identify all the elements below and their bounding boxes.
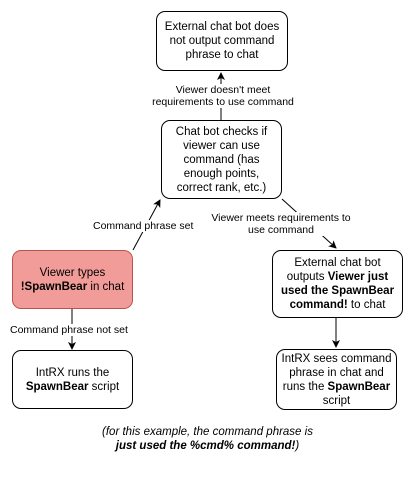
external-output-bold: Viewer just used the SpawnBear command! (280, 271, 395, 311)
footnote-close: ) (295, 440, 300, 452)
intrx-runs-prefix: IntRX runs the (35, 366, 110, 379)
edge-label-phrase-not-set: Command phrase not set (9, 324, 129, 336)
footnote-line1: (for this example, the command phrase is (102, 426, 313, 438)
node-intrx-runs-text: IntRX runs the SpawnBear script (17, 366, 128, 394)
viewer-types-suffix: in chat (87, 280, 125, 293)
edge-label-not-meet: Viewer doesn't meet requirements to use … (146, 84, 300, 108)
edge-label-phrase-set-text: Command phrase set (93, 220, 194, 232)
viewer-types-command: !SpawnBear (20, 280, 88, 293)
node-external-no-output: External chat bot does not output comman… (156, 11, 288, 71)
external-output-suffix: to chat (347, 299, 386, 311)
node-check-viewer-text: Chat bot checks if viewer can use comman… (175, 125, 268, 194)
edge-label-phrase-set: Command phrase set (92, 220, 195, 232)
node-intrx-sees: IntRX sees command phrase in chat and ru… (276, 349, 397, 410)
node-external-output-text: External chat bot outputs Viewer just us… (277, 256, 398, 312)
edge-label-phrase-not-set-text: Command phrase not set (10, 324, 128, 336)
edge-label-meets: Viewer meets requirements to use command (206, 212, 356, 236)
node-external-no-output-text: External chat bot does not output comman… (164, 21, 280, 61)
intrx-sees-suffix: script (322, 394, 351, 407)
viewer-types-line1: Viewer types (39, 266, 106, 279)
edge-label-not-meet-text: Viewer doesn't meet requirements to use … (152, 84, 294, 108)
footnote-bold: just used the %cmd% command! (115, 440, 296, 452)
intrx-runs-bold: SpawnBear (25, 380, 89, 393)
intrx-sees-bold: SpawnBear (327, 380, 391, 393)
footnote: (for this example, the command phrase is… (95, 425, 320, 453)
node-external-output: External chat bot outputs Viewer just us… (272, 250, 403, 318)
node-check-viewer: Chat bot checks if viewer can use comman… (161, 120, 282, 199)
edge-label-meets-text: Viewer meets requirements to use command (211, 212, 351, 236)
node-intrx-runs: IntRX runs the SpawnBear script (12, 350, 133, 409)
intrx-runs-suffix: script (88, 380, 120, 393)
node-viewer-types-text: Viewer types !SpawnBear in chat (21, 266, 125, 294)
node-viewer-types: Viewer types !SpawnBear in chat (12, 250, 133, 309)
intrx-sees-prefix: IntRX sees command phrase in chat and ru… (281, 352, 392, 393)
node-intrx-sees-text: IntRX sees command phrase in chat and ru… (281, 352, 392, 408)
external-output-prefix: External chat bot outputs (286, 257, 381, 283)
